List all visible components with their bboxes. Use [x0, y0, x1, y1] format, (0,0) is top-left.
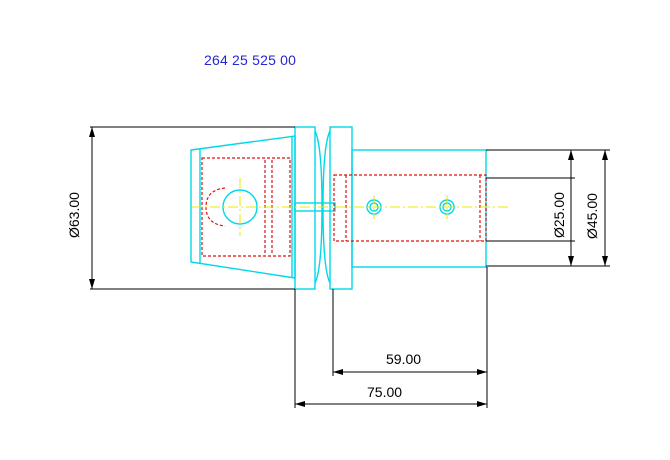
dimension-arrows [89, 127, 608, 407]
dim-diameter-45: Ø45.00 [584, 193, 600, 239]
hidden-bore-head [205, 187, 226, 227]
flange-left [294, 126, 316, 290]
dim-diameter-25: Ø25.00 [551, 192, 567, 238]
dimension-lines [90, 126, 610, 408]
centerline [192, 178, 510, 236]
shank [351, 149, 487, 268]
hidden-bore-shank [333, 174, 487, 242]
part-number-label: 264 25 525 00 [204, 52, 297, 68]
dim-length-75: 75.00 [367, 384, 403, 400]
flange-right [329, 126, 353, 290]
dim-diameter-63: Ø63.00 [66, 192, 82, 238]
part-outline [190, 126, 487, 290]
dim-length-59: 59.00 [386, 351, 422, 367]
